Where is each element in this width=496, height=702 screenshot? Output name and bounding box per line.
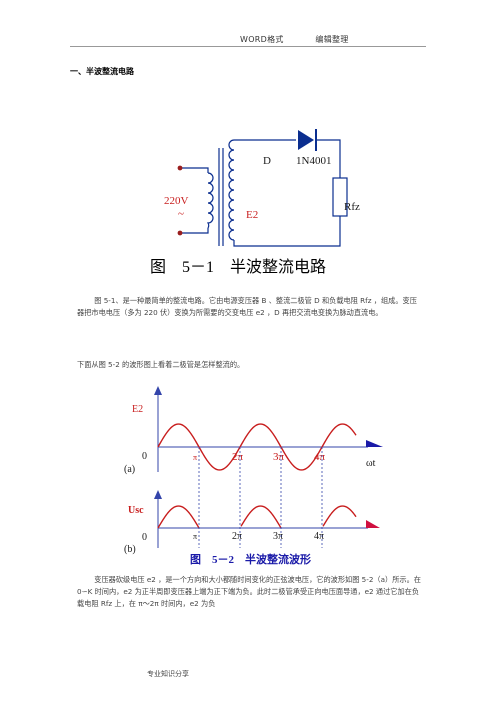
primary-lead-bottom	[180, 228, 209, 234]
top-tick-label: π	[193, 453, 197, 462]
top-panel-label: (a)	[124, 464, 135, 475]
bottom-y-label: Usc	[128, 505, 144, 516]
header-right: 编辑整理	[315, 35, 349, 44]
top-y-label: E2	[132, 404, 143, 415]
page-footer: 专业知识分享	[147, 670, 189, 678]
bottom-origin: 0	[142, 532, 147, 543]
source-ac-symbol: ~	[178, 208, 184, 220]
secondary-label: E2	[246, 209, 258, 221]
header-left: WORD格式	[240, 35, 284, 44]
bottom-tick-label: 2π	[232, 531, 242, 542]
diode-label: D	[263, 155, 271, 167]
circuit-diagram: 220V ~ E2 D 1N4001 Rfz 图 5－1 半波整流电路	[150, 129, 360, 276]
paragraph-1: 图 5-1、是一种最简单的整流电路。它由电源变压器 B 、整流二极管 D 和负载…	[77, 296, 417, 317]
paragraph-3: 变压器砍级电压 e2 ，是一个方向和大小都随时间变化的正弦波电压，它的波形如图 …	[77, 575, 421, 608]
page-header: WORD格式 编辑整理	[240, 34, 349, 45]
terminal-bottom	[177, 230, 183, 236]
terminal-top	[177, 165, 183, 171]
circuit-caption: 图 5－1 半波整流电路	[150, 258, 326, 276]
section-title: 一、半波整流电路	[70, 67, 134, 76]
top-origin: 0	[142, 451, 147, 462]
bottom-tick-label: 3π	[273, 531, 283, 542]
waveform-caption: 图 5－2 半波整流波形	[190, 552, 311, 566]
bottom-tick-label: π	[193, 532, 197, 541]
load-resistor	[332, 177, 348, 217]
top-tick-label: 2π	[232, 451, 244, 463]
primary-lead-top	[180, 167, 209, 173]
load-label: Rfz	[344, 201, 360, 213]
top-y-axis-arrow	[154, 386, 162, 395]
top-tick-label: 4π	[314, 451, 326, 463]
bottom-y-axis-arrow	[154, 490, 162, 499]
waveform-diagram: E2 0 (a) ωt π 2π 3π 4π Usc 0 (b) π 2π 3π 4π 图 …	[124, 386, 383, 566]
wire-bottom	[233, 216, 341, 247]
sine-curve	[157, 423, 357, 471]
rectified-curve	[157, 505, 357, 529]
diode-symbol	[298, 129, 317, 151]
top-tick-label: 3π	[273, 451, 285, 463]
diode-model-label: 1N4001	[296, 155, 331, 167]
bottom-axis-arrow	[366, 520, 380, 528]
secondary-coil	[228, 139, 235, 241]
primary-coil	[206, 172, 214, 229]
bottom-panel-label: (b)	[124, 544, 136, 555]
bottom-tick-label: 4π	[314, 531, 324, 542]
source-voltage-label: 220V	[164, 195, 189, 207]
wire-top-right	[316, 139, 341, 178]
top-axis-label: ωt	[366, 458, 376, 469]
header-divider	[70, 46, 426, 47]
paragraph-2: 下面从图 5-2 的波形图上看着二极管是怎样整流的。	[77, 360, 245, 369]
top-axis-arrow	[366, 440, 383, 447]
